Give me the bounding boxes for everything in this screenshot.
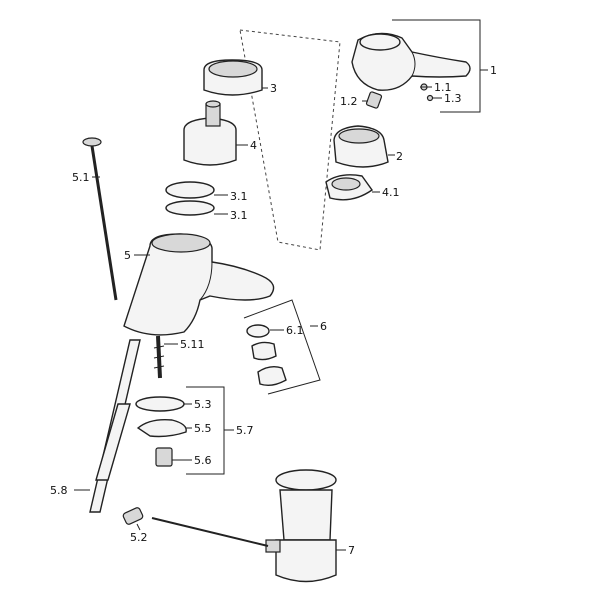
bracket-part-6 — [243, 299, 321, 395]
label-5-8: 5.8 — [50, 484, 68, 497]
part-nut-5-6 — [155, 447, 173, 467]
part-o-ring-3-1-upper — [165, 181, 215, 199]
label-5-2: 5.2 — [130, 531, 148, 544]
part-fitting-5-2 — [122, 507, 144, 525]
label-1: 1 — [490, 64, 497, 77]
part-lever-handle — [351, 32, 471, 91]
part-cover-ring — [333, 125, 389, 168]
label-5-11: 5.11 — [180, 338, 205, 351]
part-clip-5-5 — [136, 418, 187, 438]
part-cap-1-2 — [365, 91, 383, 109]
label-4: 4 — [250, 139, 257, 152]
part-ring-5-3 — [135, 396, 185, 412]
label-5: 5 — [124, 249, 131, 262]
label-5-3: 5.3 — [194, 398, 212, 411]
part-pop-up-waste — [151, 469, 337, 583]
label-3: 3 — [270, 82, 277, 95]
part-threaded-stud — [153, 335, 165, 379]
label-7: 7 — [348, 544, 355, 557]
label-5-1: 5.1 — [72, 171, 90, 184]
label-1-2: 1.2 — [340, 95, 358, 108]
dashed-assembly-frame — [239, 29, 341, 251]
label-5-7: 5.7 — [236, 424, 254, 437]
label-3-1-upper: 3.1 — [230, 190, 248, 203]
part-o-ring-3-1-lower — [165, 200, 215, 216]
label-1-1: 1.1 — [434, 81, 452, 94]
part-lift-rod — [82, 137, 118, 301]
label-4-1: 4.1 — [382, 186, 400, 199]
part-nut-4-1 — [325, 174, 373, 201]
part-ring-nut — [203, 59, 263, 96]
label-6-1: 6.1 — [286, 324, 304, 337]
label-5-6: 5.6 — [194, 454, 212, 467]
label-1-3: 1.3 — [444, 92, 462, 105]
label-5-5: 5.5 — [194, 422, 212, 435]
label-3-1-lower: 3.1 — [230, 209, 248, 222]
part-screw-1-3 — [426, 94, 434, 102]
part-faucet-body — [123, 233, 275, 336]
label-6: 6 — [320, 320, 327, 333]
part-lift-linkage — [89, 339, 141, 513]
part-cartridge — [183, 100, 237, 166]
label-2: 2 — [396, 150, 403, 163]
part-aerator-set — [246, 324, 287, 387]
bracket-part-1 — [392, 19, 481, 113]
